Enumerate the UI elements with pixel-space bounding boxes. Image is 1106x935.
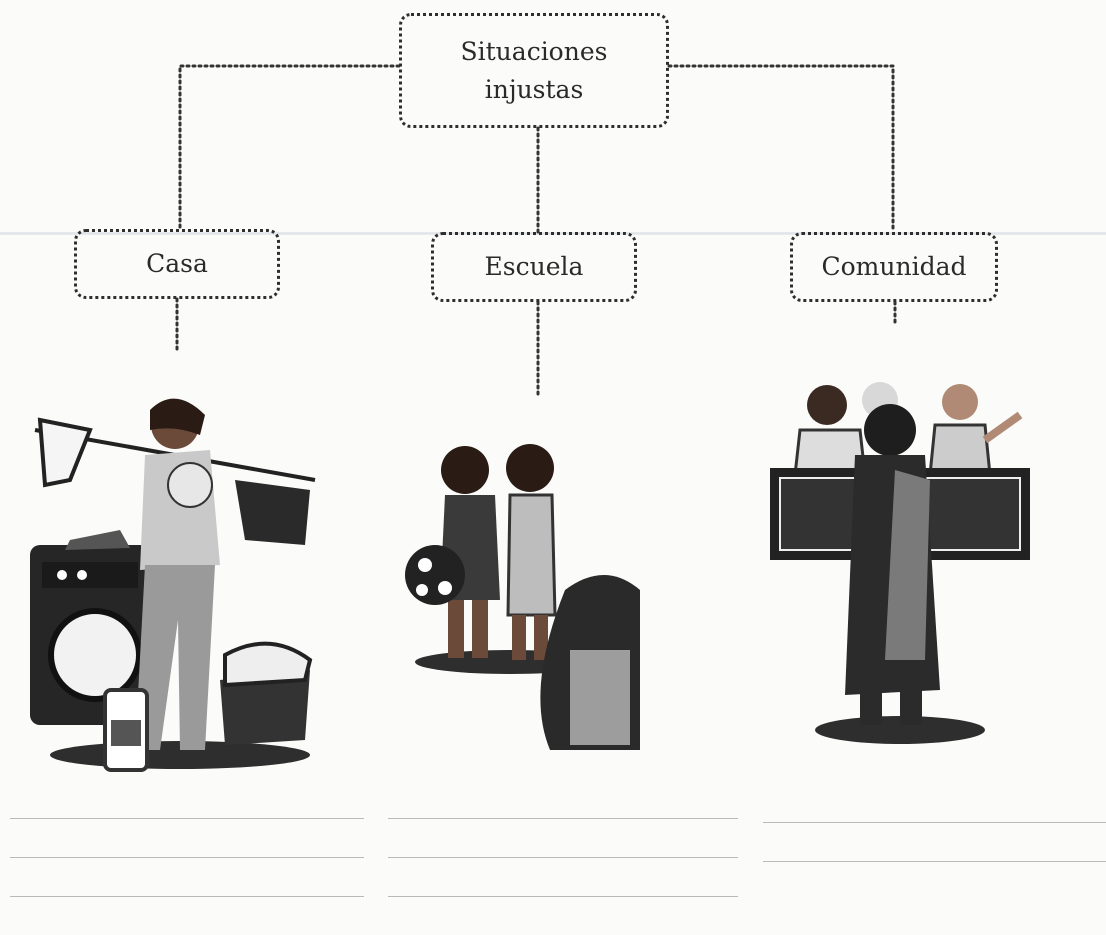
- answer-lines-escuela[interactable]: [388, 818, 738, 935]
- connector-root-casa: [178, 64, 401, 231]
- connector-lines: [175, 64, 897, 397]
- answer-line[interactable]: [388, 857, 738, 858]
- answer-line[interactable]: [763, 822, 1106, 823]
- answer-line[interactable]: [388, 818, 738, 819]
- node-casa-label: Casa: [146, 249, 208, 278]
- node-comunidad-label: Comunidad: [821, 252, 967, 281]
- root-node-situaciones-injustas: Situaciones injustas: [399, 13, 669, 128]
- node-comunidad: Comunidad: [790, 232, 998, 302]
- node-escuela: Escuela: [431, 232, 637, 302]
- answer-line[interactable]: [10, 818, 364, 819]
- housework-illustration: [30, 398, 316, 772]
- connector-root-comunidad: [667, 64, 895, 234]
- answer-lines-comunidad[interactable]: [763, 822, 1106, 900]
- root-node-line2: injustas: [484, 74, 584, 104]
- answer-lines-casa[interactable]: [10, 818, 364, 935]
- node-escuela-label: Escuela: [484, 252, 584, 281]
- school-illustration: [405, 444, 640, 750]
- node-casa: Casa: [74, 229, 280, 299]
- answer-line[interactable]: [763, 861, 1106, 862]
- answer-line[interactable]: [10, 857, 364, 858]
- root-node-line1: Situaciones: [460, 36, 608, 66]
- community-illustration: [770, 382, 1030, 744]
